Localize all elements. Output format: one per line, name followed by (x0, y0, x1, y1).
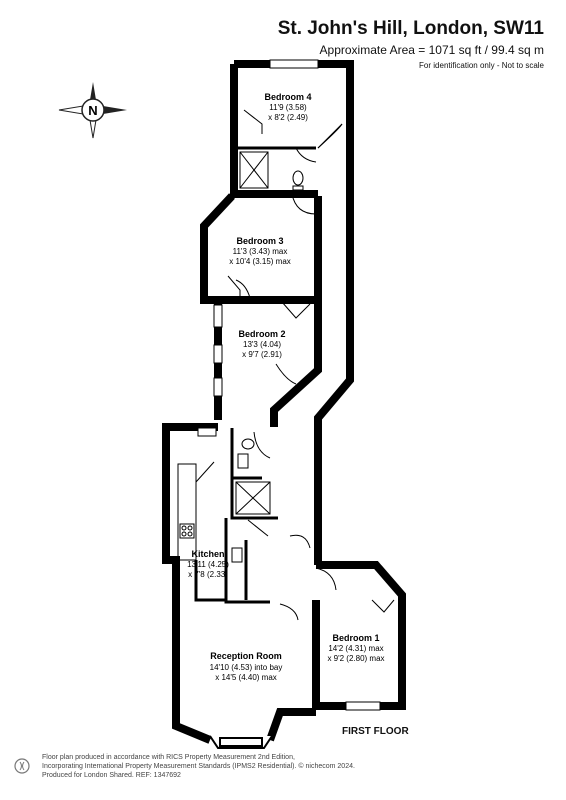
room-bedroom-2-name: Bedroom 2 (238, 329, 285, 339)
room-bedroom-2-dim1: 13'3 (4.04) (243, 340, 281, 349)
room-reception-dim2: x 14'5 (4.40) max (215, 673, 277, 682)
room-bedroom-3-name: Bedroom 3 (236, 236, 283, 246)
kitchen-counter (177, 463, 197, 561)
room-reception-name: Reception Room (210, 651, 282, 661)
footer-line-2: Incorporating International Property Mea… (42, 763, 355, 770)
room-bedroom-2-dim2: x 9'7 (2.91) (242, 350, 282, 359)
compass-north-letter: N (88, 103, 97, 118)
bay-window (209, 735, 273, 749)
footer-line-3: Produced for London Shared. REF: 1347692 (42, 772, 181, 779)
room-bedroom-4-dim2: x 8'2 (2.49) (268, 113, 308, 122)
shower-tray-upper (239, 151, 269, 189)
approximate-area: Approximate Area = 1071 sq ft / 99.4 sq … (319, 43, 544, 57)
room-bedroom-3-dim1: 11'3 (3.43) max (233, 247, 288, 256)
windows (197, 59, 381, 711)
footer-line-1: Floor plan produced in accordance with R… (42, 754, 295, 761)
nichecom-logo-icon (14, 758, 30, 774)
internal-walls (194, 146, 316, 604)
room-bedroom-1-dim1: 14'2 (4.31) max (328, 644, 383, 653)
room-reception-dim1: 14'10 (4.53) into bay (210, 663, 283, 672)
sanitary-fittings (231, 170, 304, 563)
footer-notes: Floor plan produced in accordance with R… (42, 753, 355, 780)
room-bedroom-1-name: Bedroom 1 (332, 633, 379, 643)
room-bedroom-4-name: Bedroom 4 (264, 92, 311, 102)
room-bedroom-3-dim2: x 10'4 (3.15) max (229, 257, 291, 266)
plan-title: St. John's Hill, London, SW11 (277, 18, 544, 39)
room-bedroom-1-dim2: x 9'2 (2.80) max (327, 654, 384, 663)
floor-label: FIRST FLOOR (342, 726, 409, 737)
disclaimer: For identification only - Not to scale (419, 61, 544, 70)
room-kitchen-dim2: x 7'8 (2.33) (188, 570, 228, 579)
door-swings (195, 109, 395, 621)
room-kitchen-dim1: 13'11 (4.25) (187, 560, 229, 569)
room-bedroom-4-dim1: 11'9 (3.58) (269, 103, 307, 112)
compass-icon: N (58, 82, 127, 139)
shower-tray-lower (235, 481, 271, 515)
room-kitchen-name: Kitchen (191, 549, 224, 559)
